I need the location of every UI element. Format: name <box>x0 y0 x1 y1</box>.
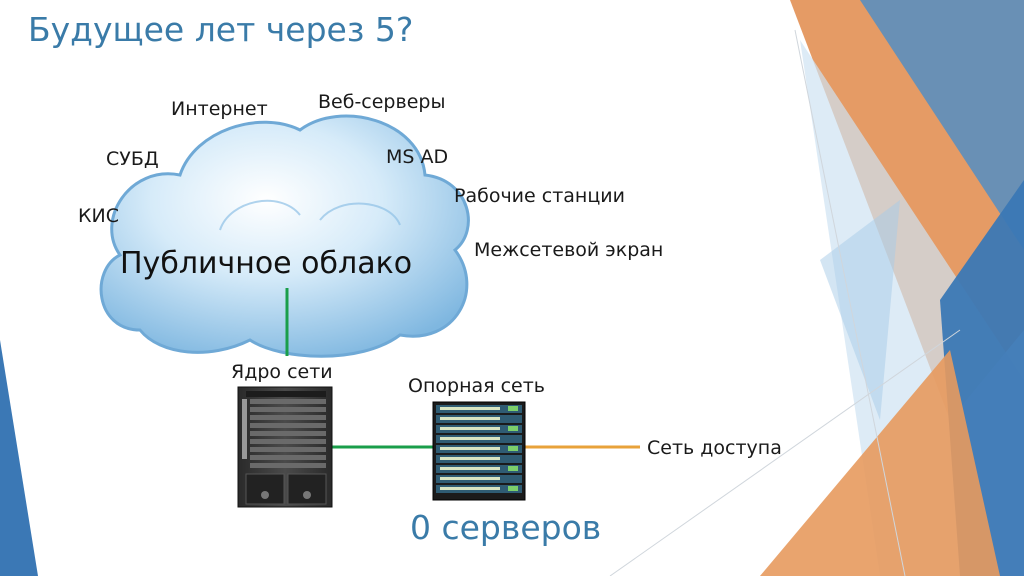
label-backbone: Опорная сеть <box>408 375 545 397</box>
label-internet: Интернет <box>171 98 268 120</box>
slide-title: Будущее лет через 5? <box>28 10 414 49</box>
servers-count: 0 серверов <box>410 508 602 547</box>
label-web-servers: Веб-серверы <box>318 91 446 113</box>
cloud-shape <box>99 114 470 358</box>
backbone-switch-stack-icon <box>432 401 526 501</box>
label-access: Сеть доступа <box>647 437 782 459</box>
label-ms-ad: MS AD <box>386 146 449 168</box>
cloud-label: Публичное облако <box>120 246 413 281</box>
label-kis: КИС <box>78 205 119 227</box>
label-workstations: Рабочие станции <box>454 185 625 207</box>
label-dbms: СУБД <box>106 148 159 170</box>
label-firewall: Межсетевой экран <box>474 239 664 261</box>
label-core: Ядро сети <box>231 361 333 383</box>
core-switch-icon <box>237 386 333 508</box>
